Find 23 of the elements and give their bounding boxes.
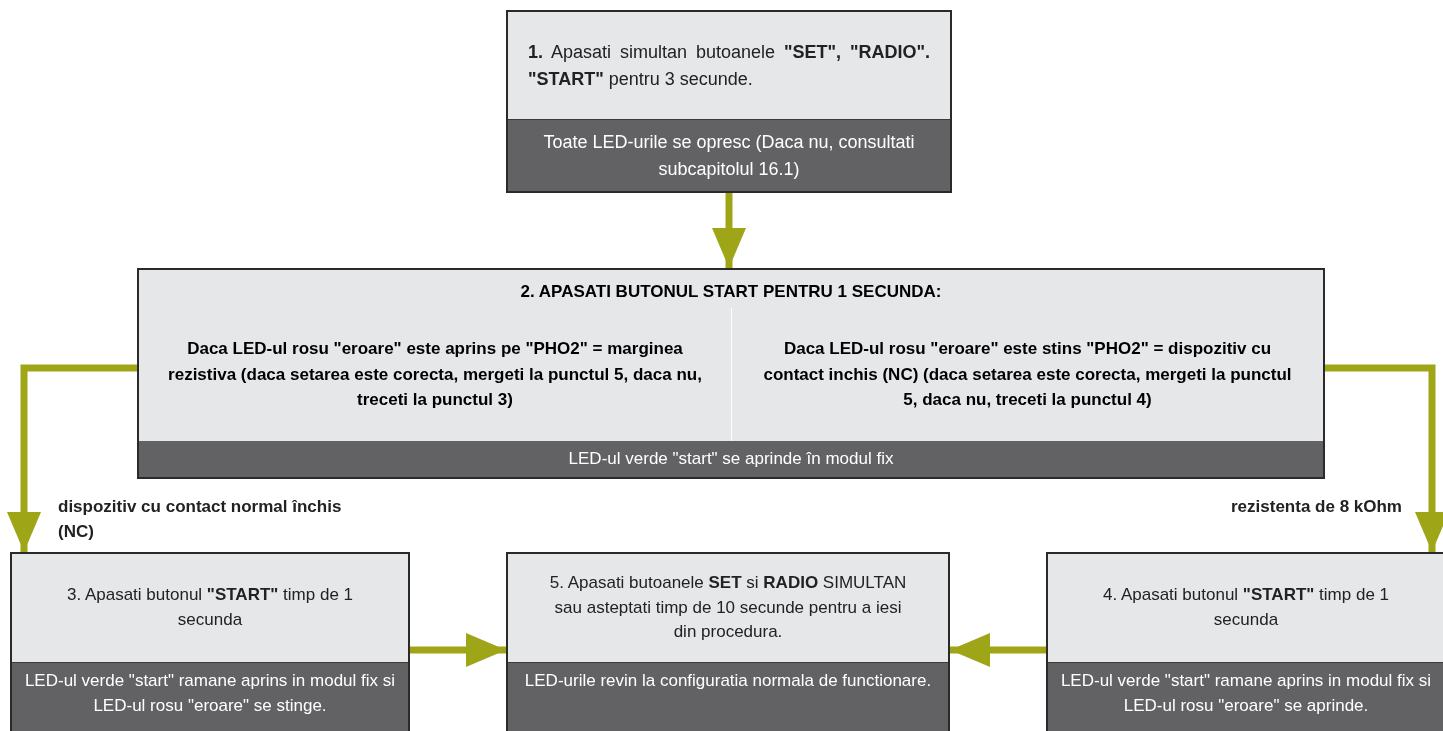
edge-label: dispozitiv cu contact normal închis (NC) bbox=[58, 496, 343, 543]
arrow bbox=[1325, 364, 1443, 552]
status-text: LED-ul verde "start" ramane aprins in modul fix si LED-ul rosu "eroare" se stinge. bbox=[12, 662, 408, 731]
step-text: 1. Apasati simultan butoanele "SET", "RADIO". "START" pentru 3 secunde. bbox=[528, 41, 930, 91]
arrow bbox=[950, 633, 1046, 667]
arrow bbox=[712, 193, 746, 268]
step-card bbox=[506, 552, 950, 731]
edge-label: rezistenta de 8 kOhm bbox=[1230, 496, 1402, 518]
step-card bbox=[506, 10, 952, 193]
step-text: 3. Apasati butonul "START" timp de 1 secunda bbox=[65, 584, 355, 631]
step-card bbox=[137, 268, 1325, 479]
arrow bbox=[7, 364, 137, 552]
step-card bbox=[10, 552, 410, 731]
status-text: LED-ul verde "start" se aprinde în modul fix bbox=[139, 441, 1323, 477]
step-text: 4. Apasati butonul "START" timp de 1 secunda bbox=[1101, 584, 1391, 631]
condition-text: Daca LED-ul rosu "eroare" este aprins pe "PHO2" = marginea rezistiva (daca setarea este corecta, mergeti la punctul 5, daca nu, treceti la punctul 3) bbox=[167, 338, 703, 412]
status-text: Toate LED-urile se opresc (Daca nu, consultati subcapitolul 16.1) bbox=[508, 119, 950, 191]
step-text: 5. Apasati butoanele SET si RADIO SIMULTAN sau asteptati timp de 10 secunde pentru a iesi din procedura. bbox=[548, 572, 908, 644]
status-text: LED-ul verde "start" ramane aprins in modul fix si LED-ul rosu "eroare" se aprinde. bbox=[1048, 662, 1443, 731]
arrow bbox=[410, 633, 506, 667]
status-text: LED-urile revin la configuratia normala de functionare. bbox=[508, 662, 948, 731]
step-heading: 2. APASATI BUTONUL START PENTRU 1 SECUNDA: bbox=[519, 281, 943, 303]
step-card bbox=[1046, 552, 1443, 731]
